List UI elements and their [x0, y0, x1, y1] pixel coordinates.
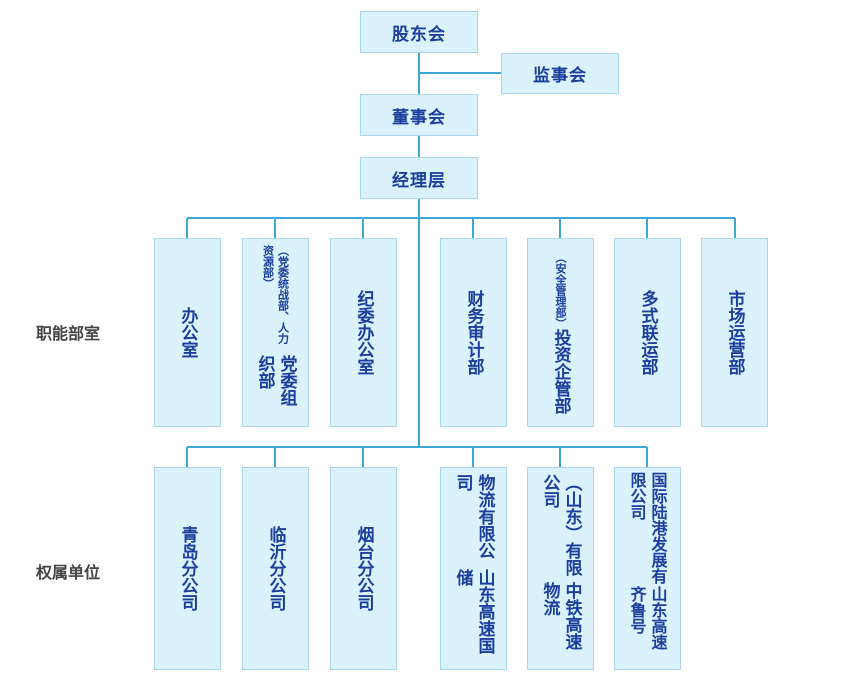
- department-box: 财务审计部: [440, 238, 507, 427]
- unit-label-line2: 国际陆港发展有限公司: [627, 472, 668, 584]
- supervisors-label: 监事会: [533, 66, 587, 86]
- unit-label: 青岛分公司: [177, 526, 198, 611]
- department-label: 投资企管部: [550, 328, 571, 414]
- category-functional: 职能部室: [36, 324, 101, 343]
- unit-box: 烟台分公司: [330, 467, 397, 670]
- department-sublabel: （党委统战部、人力资源部）: [261, 245, 290, 344]
- department-label: 多式联运部: [637, 290, 658, 375]
- board-box: 董事会: [360, 94, 478, 136]
- unit-label: 临沂分公司: [265, 526, 286, 611]
- department-box: 办公室: [154, 238, 221, 427]
- category-affiliated: 权属单位: [36, 563, 101, 582]
- shareholders-label: 股东会: [392, 24, 446, 45]
- department-label: 党委组织部: [254, 354, 297, 406]
- shareholders-box: 股东会: [360, 11, 478, 53]
- unit-label-line2: 物流有限公司: [452, 474, 495, 559]
- department-label: 市场运营部: [724, 290, 745, 375]
- department-label: 纪委办公室: [353, 290, 374, 375]
- unit-box: （山东）有限公司 中铁高速物流: [527, 467, 594, 670]
- unit-box: 物流有限公司 山东高速国储: [440, 467, 507, 670]
- department-box: 纪委办公室: [330, 238, 397, 427]
- unit-box: 国际陆港发展有限公司 山东高速齐鲁号: [614, 467, 681, 670]
- department-box: （党委统战部、人力资源部） 党委组织部: [242, 238, 309, 427]
- unit-label-line1: 山东高速国储: [452, 568, 495, 654]
- department-label: 办公室: [177, 307, 198, 358]
- department-sublabel: （安全管理部）: [554, 251, 567, 329]
- unit-box: 青岛分公司: [154, 467, 221, 670]
- unit-label: 烟台分公司: [353, 526, 374, 611]
- unit-label-line1: 中铁高速物流: [539, 582, 582, 650]
- board-label: 董事会: [392, 107, 446, 128]
- management-label: 经理层: [392, 170, 446, 191]
- unit-label-line1: 山东高速齐鲁号: [627, 585, 668, 650]
- supervisors-box: 监事会: [501, 53, 619, 94]
- department-box: 多式联运部: [614, 238, 681, 427]
- management-box: 经理层: [360, 157, 478, 199]
- department-box: 市场运营部: [701, 238, 768, 427]
- department-label: 财务审计部: [463, 290, 484, 375]
- unit-box: 临沂分公司: [242, 467, 309, 670]
- unit-label-line2: （山东）有限公司: [539, 474, 582, 576]
- department-box: （安全管理部） 投资企管部: [527, 238, 594, 427]
